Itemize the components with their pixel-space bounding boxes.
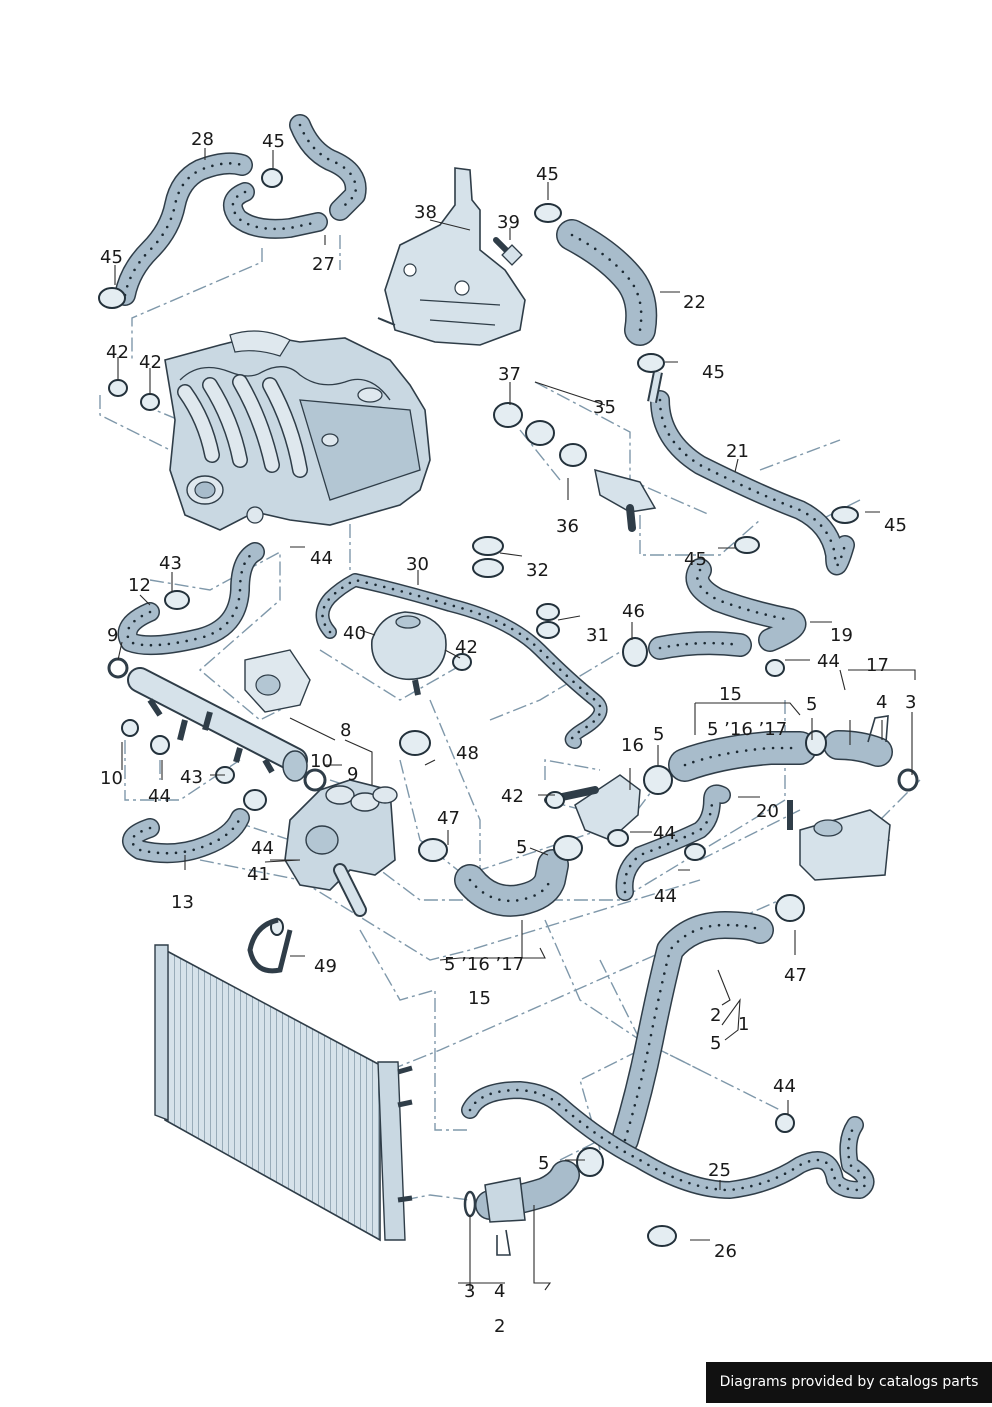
label-40: 40 [343, 623, 366, 644]
label-35: 35 [593, 397, 616, 418]
label-44: 44 [654, 886, 677, 907]
label-4: 4 [876, 692, 887, 713]
label-45: 45 [702, 362, 725, 383]
hose-clamps [98, 168, 859, 1247]
leader-lines [114, 148, 916, 1291]
radiator-connector [463, 1177, 526, 1256]
label-44: 44 [653, 823, 676, 844]
label-21: 21 [726, 441, 749, 462]
label-38: 38 [414, 202, 437, 223]
label-46: 46 [622, 601, 645, 622]
label-5: 5 [538, 1153, 549, 1174]
hoses [114, 114, 893, 1220]
label-9: 9 [347, 764, 358, 785]
label-15: 15 [719, 684, 742, 705]
label-2: 2 [494, 1316, 505, 1337]
label-44: 44 [148, 786, 171, 807]
radiator [154, 944, 413, 1242]
label-5: 5 [806, 694, 817, 715]
label-47: 47 [437, 808, 460, 829]
label-19: 19 [830, 625, 853, 646]
label-16: 16 [621, 735, 644, 756]
label-22: 22 [683, 292, 706, 313]
label-45: 45 [684, 549, 707, 570]
label-42: 42 [106, 342, 129, 363]
label-26: 26 [714, 1241, 737, 1262]
label-28: 28 [191, 129, 214, 150]
label-36: 36 [556, 516, 579, 537]
label-3: 3 [905, 692, 916, 713]
oil-cooler [787, 800, 891, 881]
bracket-38 [377, 167, 526, 346]
label-44: 44 [310, 548, 333, 569]
label-10: 10 [100, 768, 123, 789]
engine-block [164, 330, 431, 531]
label-44: 44 [817, 651, 840, 672]
part-labels: 28 45 45 27 38 39 45 22 42 42 45 37 35 2… [100, 129, 916, 1337]
label-31: 31 [586, 625, 609, 646]
label-42: 42 [455, 637, 478, 658]
label-44: 44 [251, 838, 274, 859]
label-47: 47 [784, 965, 807, 986]
label-10: 10 [310, 751, 333, 772]
label-42: 42 [139, 352, 162, 373]
label-8: 8 [340, 720, 351, 741]
label-5: 5 [516, 837, 527, 858]
label-3: 3 [464, 1281, 475, 1302]
label-5: 5 [653, 724, 664, 745]
label-37: 37 [498, 364, 521, 385]
label-39: 39 [497, 212, 520, 233]
clip-4 [867, 715, 889, 743]
label-1: 1 [738, 1014, 749, 1035]
footer-credit: Diagrams provided by catalogs parts [706, 1362, 992, 1403]
coolant-pipe-8 [127, 667, 308, 782]
expansion-tank-40 [370, 611, 447, 696]
label-9: 9 [107, 625, 118, 646]
thermostat-housing-41 [284, 779, 398, 917]
label-42: 42 [501, 786, 524, 807]
valve-36 [594, 371, 663, 532]
label-5-16-17: 5 ’16 ’17 [707, 719, 787, 740]
label-17: 17 [866, 655, 889, 676]
label-41: 41 [247, 864, 270, 885]
label-20: 20 [756, 801, 779, 822]
label-45: 45 [536, 164, 559, 185]
label-13: 13 [171, 892, 194, 913]
bolt-39 [493, 237, 523, 266]
flange-16 [544, 774, 641, 841]
label-45: 45 [884, 515, 907, 536]
label-45: 45 [100, 247, 123, 268]
label-43: 43 [180, 767, 203, 788]
label-30: 30 [406, 554, 429, 575]
label-45: 45 [262, 131, 285, 152]
sender-housing [244, 649, 311, 713]
label-15: 15 [468, 988, 491, 1009]
label-43: 43 [159, 553, 182, 574]
label-48: 48 [456, 743, 479, 764]
label-5-16-17: 5 ’16 ’17 [444, 954, 524, 975]
label-44: 44 [773, 1076, 796, 1097]
label-25: 25 [708, 1160, 731, 1181]
label-12: 12 [128, 575, 151, 596]
label-27: 27 [312, 254, 335, 275]
label-32: 32 [526, 560, 549, 581]
label-49: 49 [314, 956, 337, 977]
strap-clamp-49 [247, 917, 293, 974]
label-5: 5 [710, 1033, 721, 1054]
label-4: 4 [494, 1281, 505, 1302]
label-2: 2 [710, 1005, 721, 1026]
